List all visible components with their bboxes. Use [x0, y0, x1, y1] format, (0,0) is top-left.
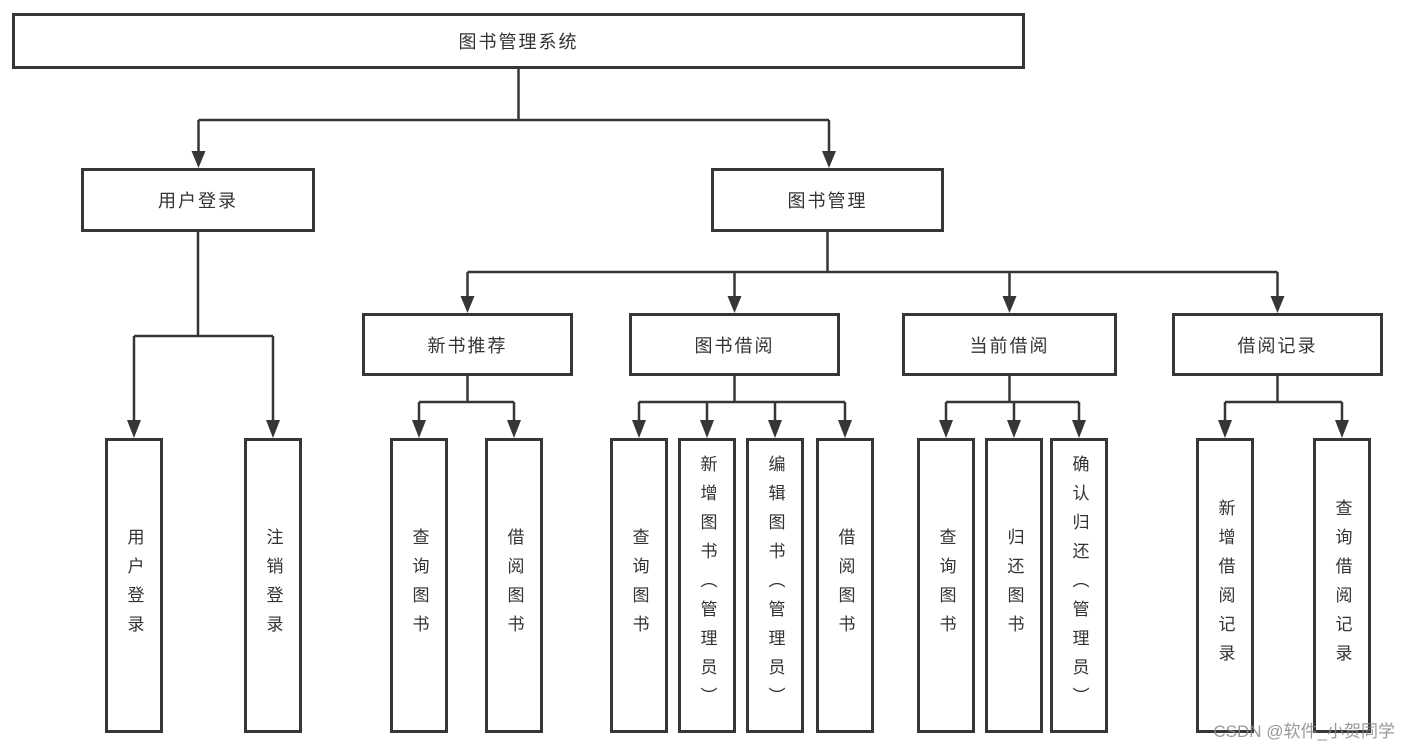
- node-current-borrow-label: 当前借阅: [969, 335, 1050, 356]
- leaf-current-query-books-label: 查询图书: [936, 527, 956, 644]
- leaf-records-query-record: 查询借阅记录: [1313, 438, 1371, 733]
- leaf-records-query-record-label: 查询借阅记录: [1332, 498, 1352, 673]
- leaf-borrow-add-books-admin-label: 新增图书（管理员）: [697, 455, 717, 716]
- leaf-current-return-books-label: 归还图书: [1004, 527, 1024, 644]
- node-current-borrow: 当前借阅: [902, 313, 1117, 376]
- leaf-recommend-borrow-books-label: 借阅图书: [504, 527, 524, 644]
- node-book-management-label: 图书管理: [787, 191, 868, 211]
- leaf-records-add-record-label: 新增借阅记录: [1215, 498, 1235, 673]
- node-book-borrow-label: 图书借阅: [694, 335, 775, 356]
- csdn-watermark: CSDN @软件_小贺同学: [1213, 722, 1395, 741]
- leaf-borrow-borrow-books: 借阅图书: [816, 438, 874, 733]
- leaf-recommend-query-books-label: 查询图书: [409, 527, 429, 644]
- leaf-user-login: 用户登录: [105, 438, 163, 733]
- node-root-label: 图书管理系统: [458, 32, 579, 52]
- node-book-borrow: 图书借阅: [629, 313, 840, 376]
- leaf-borrow-edit-books-admin: 编辑图书（管理员）: [746, 438, 804, 733]
- leaf-borrow-add-books-admin: 新增图书（管理员）: [678, 438, 736, 733]
- arrowhead-icons: [127, 151, 1349, 438]
- leaf-current-query-books: 查询图书: [917, 438, 975, 733]
- leaf-logout: 注销登录: [244, 438, 302, 733]
- leaf-borrow-query-books-label: 查询图书: [629, 527, 649, 644]
- leaf-borrow-edit-books-admin-label: 编辑图书（管理员）: [765, 455, 785, 716]
- leaf-recommend-borrow-books: 借阅图书: [485, 438, 543, 733]
- node-user-login: 用户登录: [81, 168, 315, 232]
- node-borrow-records-label: 借阅记录: [1237, 335, 1318, 356]
- node-root-system: 图书管理系统: [12, 13, 1025, 69]
- leaf-records-add-record: 新增借阅记录: [1196, 438, 1254, 733]
- leaf-borrow-query-books: 查询图书: [610, 438, 668, 733]
- node-new-book-recommend: 新书推荐: [362, 313, 573, 376]
- node-new-book-recommend-label: 新书推荐: [427, 335, 508, 356]
- node-user-login-label: 用户登录: [158, 191, 238, 211]
- leaf-user-login-label: 用户登录: [124, 527, 144, 644]
- leaf-current-confirm-return-admin: 确认归还（管理员）: [1050, 438, 1108, 733]
- leaf-current-return-books: 归还图书: [985, 438, 1043, 733]
- leaf-logout-label: 注销登录: [263, 527, 283, 644]
- leaf-borrow-borrow-books-label: 借阅图书: [835, 527, 855, 644]
- node-book-management: 图书管理: [711, 168, 944, 232]
- node-borrow-records: 借阅记录: [1172, 313, 1383, 376]
- leaf-recommend-query-books: 查询图书: [390, 438, 448, 733]
- leaf-current-confirm-return-admin-label: 确认归还（管理员）: [1069, 455, 1089, 716]
